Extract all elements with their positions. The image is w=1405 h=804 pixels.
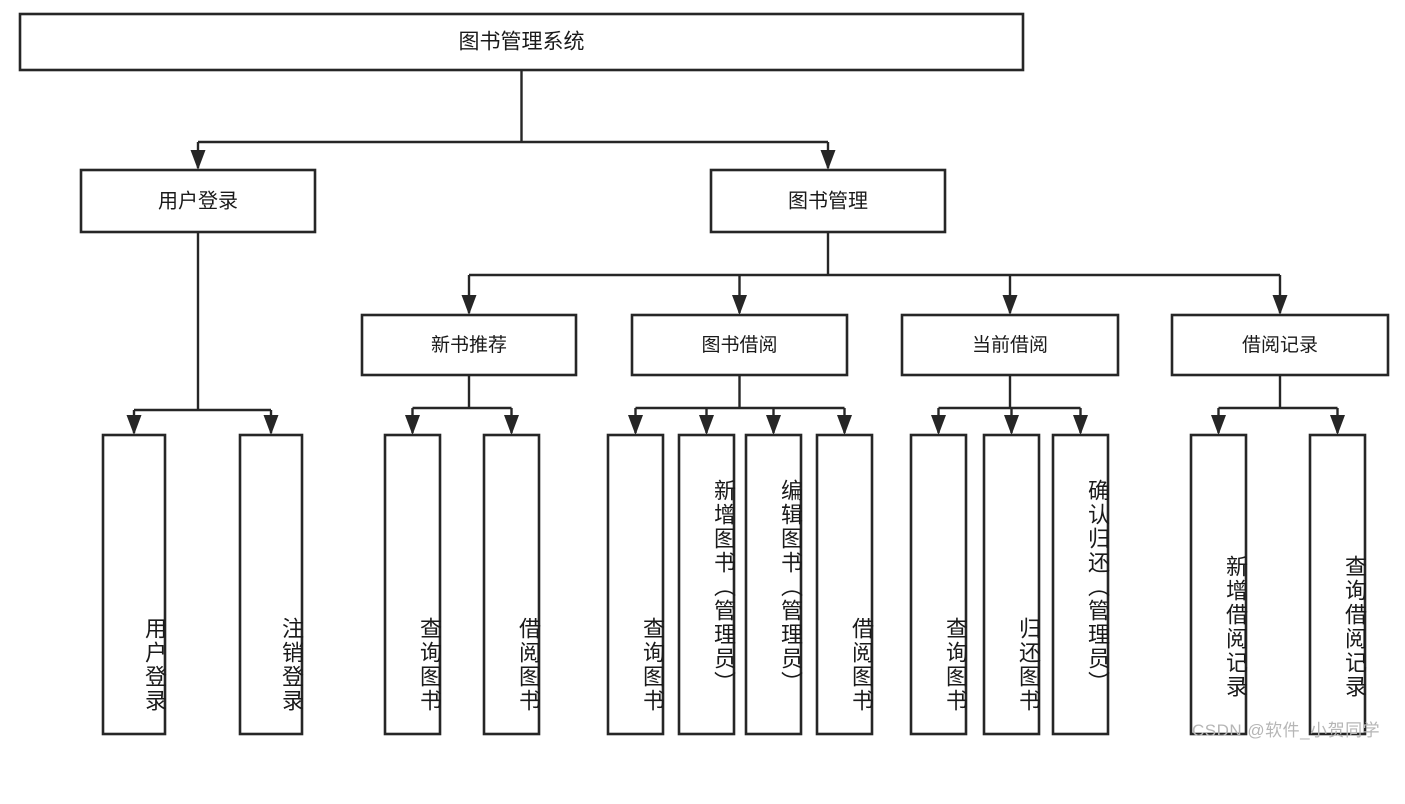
connector-current-borrow-to-leaves: [931, 375, 1088, 435]
leaf-add-borrow-record[interactable]: [1189, 433, 1248, 736]
node-book-borrow-label: 图书借阅: [701, 334, 777, 356]
node-user-login-label: 用户登录: [158, 189, 238, 212]
leaf-query-book-current-frame: [909, 433, 968, 736]
leaf-logout-frame: [238, 433, 304, 736]
connector-book-management-to-level3: [461, 232, 1288, 315]
leaf-query-borrow-record[interactable]: [1308, 433, 1367, 736]
node-root-book-management-system-frame: [18, 12, 1025, 72]
leaf-query-book-recommend-frame: [383, 433, 442, 736]
arrow-head-icon: [263, 415, 279, 435]
node-borrow-record-label: 借阅记录: [1242, 334, 1318, 356]
leaf-add-borrow-record-frame: [1189, 433, 1248, 736]
node-new-book-recommend-frame: [360, 313, 578, 377]
arrow-head-icon: [766, 415, 781, 435]
arrow-head-icon: [628, 415, 643, 435]
arrow-head-icon: [1330, 415, 1345, 435]
connector-root-to-level2: [190, 70, 836, 170]
leaf-logout[interactable]: [238, 433, 304, 736]
leaf-query-book-current[interactable]: [909, 433, 968, 736]
node-root-book-management-system[interactable]: 图书管理系统: [18, 12, 1025, 72]
leaf-borrow-book-recommend-frame: [482, 433, 541, 736]
arrow-head-icon: [1002, 295, 1018, 315]
node-book-management[interactable]: 图书管理: [709, 168, 947, 234]
arrow-head-icon: [1211, 415, 1226, 435]
arrow-head-icon: [732, 295, 747, 315]
arrow-head-icon: [461, 295, 477, 315]
node-user-login[interactable]: 用户登录: [79, 168, 317, 234]
leaf-add-book-admin-frame: [677, 433, 736, 736]
node-book-management-label: 图书管理: [788, 189, 868, 212]
node-borrow-record-frame: [1170, 313, 1390, 377]
arrow-head-icon: [504, 415, 519, 435]
node-new-book-recommend-label: 新书推荐: [431, 334, 507, 356]
arrow-head-icon: [820, 150, 836, 170]
arrow-head-icon: [1004, 415, 1019, 435]
leaf-borrow-book-frame: [815, 433, 874, 736]
arrow-head-icon: [1272, 295, 1288, 315]
arrow-head-icon: [931, 415, 946, 435]
leaf-borrow-book-recommend[interactable]: [482, 433, 541, 736]
watermark-csdn: CSDN @软件_小贺同学: [1192, 721, 1381, 740]
arrow-head-icon: [1073, 415, 1088, 435]
connector-layer: [126, 70, 1345, 435]
leaf-edit-book-admin-frame: [744, 433, 803, 736]
structure-diagram: 图书管理系统用户登录图书管理新书推荐图书借阅当前借阅借阅记录 用户登录注销登录查…: [18, 12, 1390, 740]
leaf-user-login[interactable]: [101, 433, 167, 736]
leaf-query-book-recommend[interactable]: [383, 433, 442, 736]
leaf-edit-book-admin[interactable]: [744, 433, 803, 736]
node-current-borrow-frame: [900, 313, 1120, 377]
arrow-head-icon: [126, 415, 142, 435]
node-user-login-frame: [79, 168, 317, 234]
node-current-borrow[interactable]: 当前借阅: [900, 313, 1120, 377]
node-root-book-management-system-label: 图书管理系统: [459, 31, 585, 54]
leaf-query-book-borrow[interactable]: [606, 433, 665, 736]
leaf-query-borrow-record-frame: [1308, 433, 1367, 736]
arrow-head-icon: [190, 150, 206, 170]
arrow-head-icon: [837, 415, 852, 435]
leaf-return-book-frame: [982, 433, 1041, 736]
node-book-borrow[interactable]: 图书借阅: [630, 313, 849, 377]
node-new-book-recommend[interactable]: 新书推荐: [360, 313, 578, 377]
connector-book-borrow-to-leaves: [628, 375, 852, 435]
leaf-add-book-admin[interactable]: [677, 433, 736, 736]
node-book-borrow-frame: [630, 313, 849, 377]
arrow-head-icon: [699, 415, 714, 435]
connector-user-login-to-leaves: [126, 232, 279, 435]
leaf-return-book[interactable]: [982, 433, 1041, 736]
leaf-confirm-return-admin[interactable]: [1051, 433, 1110, 736]
node-book-management-frame: [709, 168, 947, 234]
leaf-user-login-frame: [101, 433, 167, 736]
node-current-borrow-label: 当前借阅: [972, 334, 1048, 356]
connector-borrow-record-to-leaves: [1211, 375, 1345, 435]
arrow-head-icon: [405, 415, 420, 435]
node-borrow-record[interactable]: 借阅记录: [1170, 313, 1390, 377]
leaf-query-book-borrow-frame: [606, 433, 665, 736]
leaf-confirm-return-admin-frame: [1051, 433, 1110, 736]
connector-new-book-recommend-to-leaves: [405, 375, 519, 435]
leaf-borrow-book[interactable]: [815, 433, 874, 736]
